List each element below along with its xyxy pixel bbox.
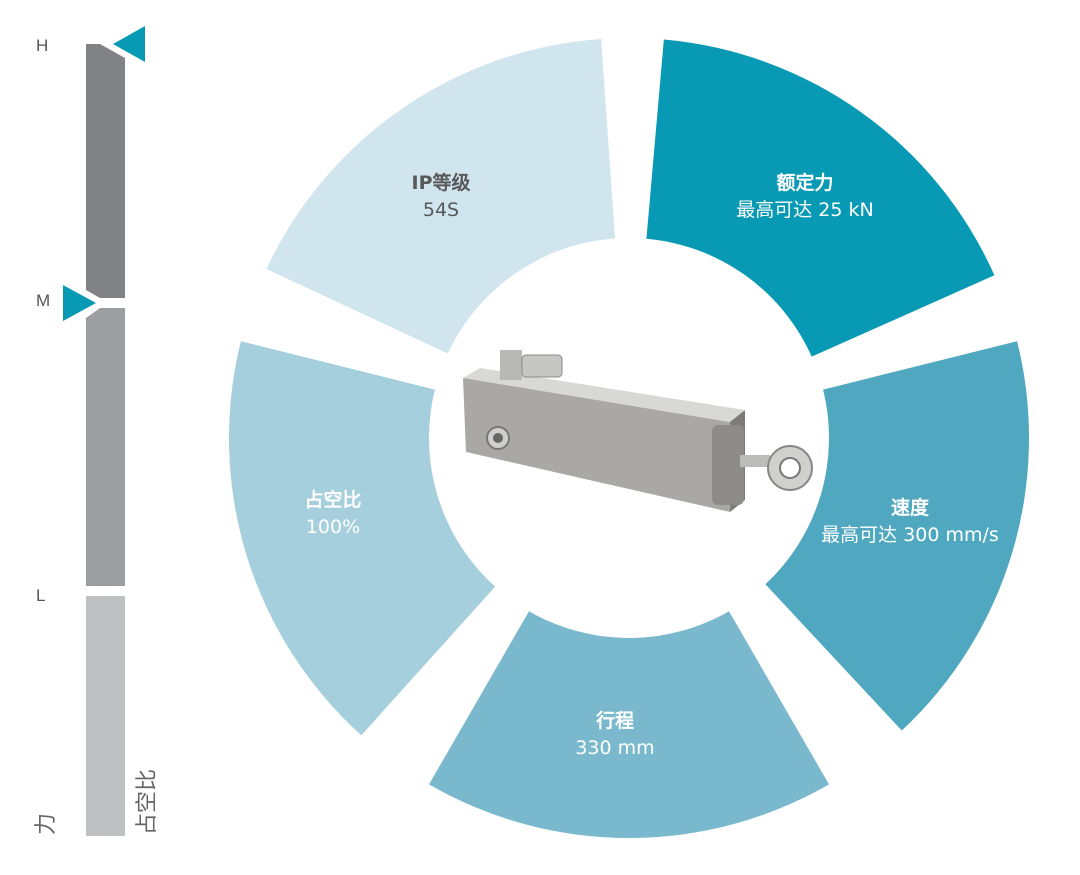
high-marker-triangle xyxy=(113,26,145,62)
segment-title: 占空比 xyxy=(304,489,362,511)
segment-label-ip-rating: IP等级 54S xyxy=(412,170,471,224)
segment-duty-cycle xyxy=(229,341,496,736)
segment-value: 330 mm xyxy=(575,737,655,759)
segment-title: IP等级 xyxy=(411,172,471,194)
segment-stroke xyxy=(429,611,829,838)
segment-label-rated-force: 额定力最高可达 25 kN xyxy=(736,170,873,224)
scale-bar-mid xyxy=(86,308,125,586)
segment-title: 行程 xyxy=(595,710,635,732)
segment-value: 最高可达 300 mm/s xyxy=(821,524,999,546)
scale-bar-high xyxy=(86,44,125,298)
segment-title: 速度 xyxy=(890,497,930,519)
mid-marker-triangle xyxy=(63,285,96,321)
force-axis-label: 力 xyxy=(34,812,59,835)
scale-bar-low xyxy=(86,596,125,836)
segment-ip-rating xyxy=(266,38,616,354)
segment-value: 100% xyxy=(305,516,361,538)
segment-label-speed: 速度最高可达 300 mm/s xyxy=(821,495,999,549)
level-high-label: H xyxy=(36,36,49,55)
actuator-image xyxy=(463,350,813,512)
segment-value: 最高可达 25 kN xyxy=(736,199,874,221)
segment-label-duty-cycle: 占空比 100% xyxy=(304,487,361,541)
level-low-label: L xyxy=(36,586,46,605)
duty-axis-label: 占空比 xyxy=(135,768,160,835)
segment-rated-force xyxy=(646,39,995,357)
segment-value: 54S xyxy=(422,199,460,221)
level-mid-label: M xyxy=(36,291,51,310)
segment-label-stroke: 行程 330 mm xyxy=(575,708,654,762)
segment-title: 额定力 xyxy=(776,172,834,194)
segment-speed xyxy=(765,341,1029,731)
